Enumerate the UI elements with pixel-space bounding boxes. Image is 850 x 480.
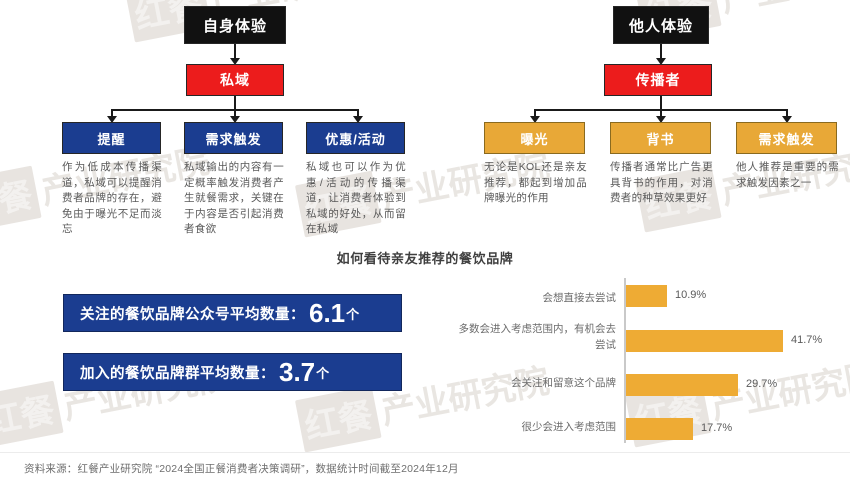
right-connector-branch-1 <box>534 109 536 119</box>
right-connector-branch-3 <box>786 109 788 119</box>
stat-banner-1: 关注的餐饮品牌公众号平均数量： 6.1 个 <box>63 294 402 332</box>
chart-title: 如何看待亲友推荐的餐饮品牌 <box>336 251 514 266</box>
left-branch-desc-3: 私域也可以作为优惠/活动的传播渠道，让消费者体验到私域的好处，从而留在私域 <box>306 161 406 235</box>
chart-category-label-3: 会关注和留意这个品牌 <box>511 377 616 389</box>
left-connector-branch-2 <box>234 109 236 119</box>
right-branch-node-1: 曝光 <box>484 122 585 154</box>
stat-banner-1-text: 关注的餐饮品牌公众号平均数量： <box>80 306 305 323</box>
left-branch-label-2: 需求触发 <box>205 131 262 147</box>
left-arrow-branch-2 <box>230 116 240 123</box>
right-branch-label-1: 曝光 <box>520 131 549 147</box>
left-tree-root-node: 自身体验 <box>184 6 286 44</box>
right-branch-desc-2: 传播者通常比广告更具背书的作用，对消费者的种草效果更好 <box>610 161 713 204</box>
watermark-text: 产业研究院 <box>718 0 850 20</box>
stat-banner-2: 加入的餐饮品牌群平均数量： 3.7 个 <box>63 353 402 391</box>
right-arrow-to-level2 <box>656 58 666 65</box>
right-branch-node-3: 需求触发 <box>736 122 837 154</box>
left-arrow-branch-1 <box>107 116 117 123</box>
stat-banner-2-unit: 个 <box>316 365 330 381</box>
left-tree-level2-label: 私域 <box>220 72 250 88</box>
right-arrow-branch-3 <box>782 116 792 123</box>
right-connector-level2-down <box>660 96 662 110</box>
right-branch-desc-3: 他人推荐是重要的需求触发因素之一 <box>736 161 839 189</box>
left-branch-desc-2: 私域输出的内容有一定概率触发消费者产生就餐需求，关键在于内容是否引起消费者食欲 <box>184 161 284 235</box>
left-connector-root-to-level2 <box>234 44 236 61</box>
left-connector-level2-down <box>234 96 236 110</box>
chart-bar-3 <box>626 374 738 396</box>
watermark-brand: 红餐 <box>0 165 42 233</box>
chart-category-label-4: 很少会进入考虑范围 <box>521 421 617 433</box>
left-branch-node-2: 需求触发 <box>184 122 283 154</box>
right-arrow-branch-1 <box>530 116 540 123</box>
right-connector-branch-2 <box>660 109 662 119</box>
left-branch-node-1: 提醒 <box>62 122 161 154</box>
left-connector-branch-3 <box>357 109 359 119</box>
right-branch-label-3: 需求触发 <box>758 131 815 147</box>
right-tree-root-label: 他人体验 <box>628 17 693 35</box>
chart-bar-value-2: 41.7% <box>791 334 823 346</box>
right-branch-node-2: 背书 <box>610 122 711 154</box>
source-note: 资料来源：红餐产业研究院 “2024全国正餐消费者决策调研”，数据统计时间截至2… <box>24 463 459 475</box>
chart-category-label-2: 多数会进入考虑范围内，有机会去尝试 <box>458 323 617 351</box>
right-branch-desc-1: 无论是KOL还是亲友推荐，都起到增加品牌曝光的作用 <box>484 161 587 204</box>
left-arrow-branch-3 <box>353 116 363 123</box>
left-branch-label-1: 提醒 <box>97 131 126 147</box>
right-arrow-branch-2 <box>656 116 666 123</box>
left-branch-desc-1: 作为低成本传播渠道，私域可以提醒消费者品牌的存在，避免由于曝光不足而淡忘 <box>62 161 162 235</box>
right-tree-level2-node: 传播者 <box>604 64 712 96</box>
chart-category-label-1: 会想直接去尝试 <box>542 292 617 304</box>
chart-bar-4 <box>626 418 693 440</box>
left-tree-level2-node: 私域 <box>186 64 284 96</box>
left-branch-node-3: 优惠/活动 <box>306 122 405 154</box>
left-arrow-to-level2 <box>230 58 240 65</box>
left-connector-branch-1 <box>111 109 113 119</box>
left-tree-root-label: 自身体验 <box>202 17 267 35</box>
right-tree-root-node: 他人体验 <box>613 6 709 44</box>
chart-y-axis <box>624 278 626 443</box>
stat-banner-1-unit: 个 <box>346 306 360 322</box>
chart-bar-value-1: 10.9% <box>675 289 707 301</box>
left-branch-label-3: 优惠/活动 <box>325 131 386 147</box>
chart-bar-1 <box>626 285 667 307</box>
right-branch-label-2: 背书 <box>646 131 675 147</box>
right-tree-level2-label: 传播者 <box>635 72 681 88</box>
footer-divider <box>0 452 850 453</box>
chart-bar-value-3: 29.7% <box>746 378 778 390</box>
right-connector-root-to-level2 <box>660 44 662 61</box>
stat-banner-2-text: 加入的餐饮品牌群平均数量： <box>80 365 275 382</box>
chart-bar-2 <box>626 330 783 352</box>
watermark-brand: 红餐 <box>0 380 64 448</box>
stat-banner-2-value: 3.7 <box>279 357 316 387</box>
chart-bar-value-4: 17.7% <box>701 422 733 434</box>
watermark-brand: 红餐 <box>294 385 382 453</box>
stat-banner-1-value: 6.1 <box>309 298 346 328</box>
